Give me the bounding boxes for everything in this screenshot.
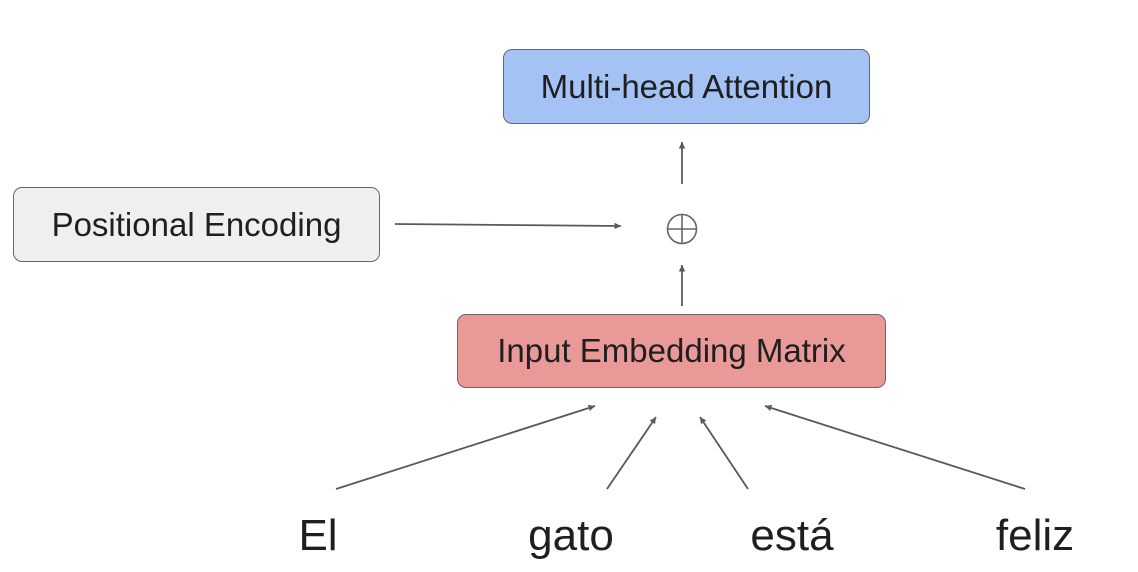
input-embedding-matrix-box: Input Embedding Matrix: [457, 314, 886, 388]
input-embedding-matrix-label: Input Embedding Matrix: [497, 332, 846, 369]
arrow-word-feliz: [764, 404, 1026, 490]
add-node: ⊕: [666, 213, 698, 245]
input-word-el: El: [298, 511, 338, 560]
arrow-word-gato: [606, 416, 657, 490]
arrow-word-el: [335, 404, 596, 490]
multi-head-attention-box: Multi-head Attention: [503, 49, 870, 124]
positional-encoding-box: Positional Encoding: [13, 187, 380, 262]
arrow-positional-to-add: [394, 222, 622, 230]
arrow-word-esta: [699, 416, 749, 490]
input-word-gato: gato: [528, 511, 614, 560]
input-word-esta: está: [750, 511, 834, 560]
input-word-feliz: feliz: [995, 511, 1075, 560]
positional-encoding-label: Positional Encoding: [51, 205, 342, 243]
multi-head-attention-label: Multi-head Attention: [540, 67, 833, 105]
